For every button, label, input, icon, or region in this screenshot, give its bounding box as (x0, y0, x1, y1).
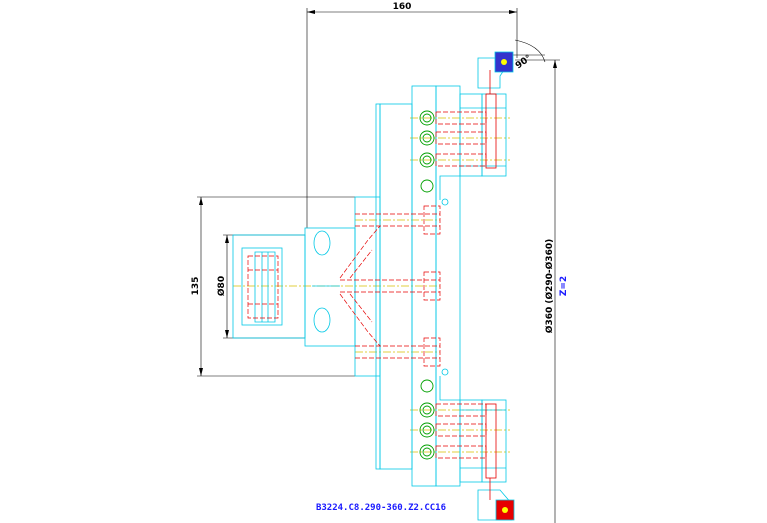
part-code: B3224.C8.290-360.Z2.CC16 (316, 503, 446, 513)
dim-teeth: Z=2 (559, 276, 569, 296)
dimension-lines (197, 8, 560, 523)
insert-top-icon (494, 51, 514, 73)
dim-bore-diameter: Ø80 (216, 276, 227, 296)
insert-bottom-icon (495, 499, 515, 521)
tool-body-outline (232, 57, 513, 521)
dim-height-left: 135 (191, 277, 201, 296)
hidden-lines (247, 70, 497, 500)
dim-cutting-diameter: Ø360 (Ø290-Ø360) (544, 239, 555, 333)
screw-heads (419, 110, 449, 460)
centerlines (233, 117, 510, 453)
dim-width-top: 160 (393, 2, 412, 12)
